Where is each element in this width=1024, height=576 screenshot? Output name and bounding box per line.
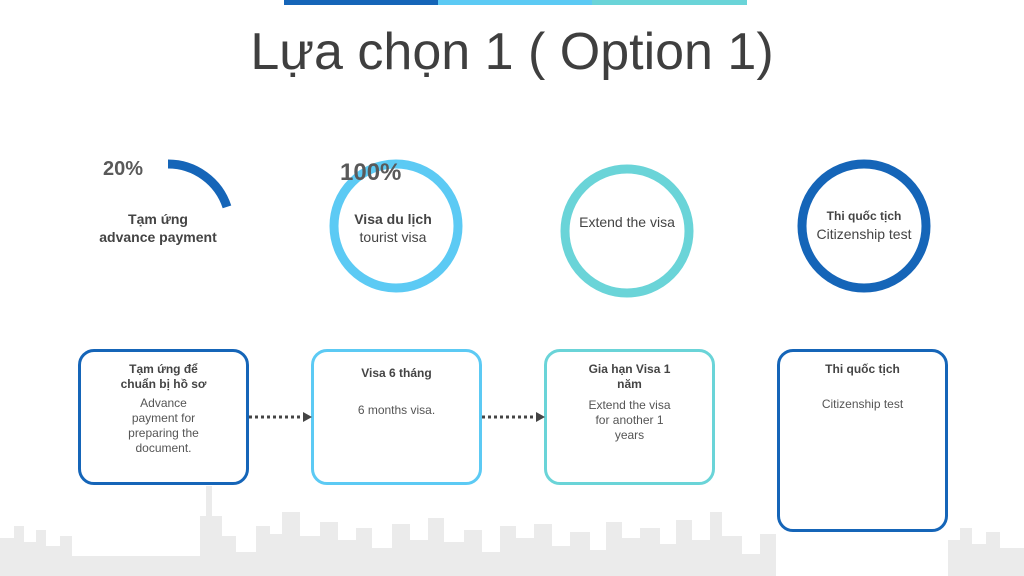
arrow-card1-to-card2 (249, 412, 312, 422)
ring-2-label: Visa du lịch tourist visa (333, 210, 453, 246)
card-3-text: Extend the visa for another 1 years (559, 398, 700, 443)
card-3-title-line2: năm (617, 377, 642, 391)
slide-title: Lựa chọn 1 ( Option 1) (250, 23, 774, 81)
card-3-text-line3: years (614, 428, 645, 442)
arrow-card2-to-card3 (482, 412, 545, 422)
ring-1-label: Tạm ứng advance payment (78, 210, 238, 246)
card-4-text: Citizenship test (792, 397, 933, 412)
step-card-citizenship-test: Thi quốc tịch Citizenship test (777, 349, 948, 532)
card-4-text-line1: Citizenship test (821, 397, 904, 411)
ring-1-label-line2: advance payment (99, 229, 217, 245)
ring-4-label-text: Citizenship test (816, 226, 912, 242)
top-accent-bar-light (438, 0, 592, 5)
card-4-title: Thi quốc tịch (825, 362, 900, 376)
ring-4-label-bold: Thi quốc tịch (826, 209, 902, 223)
card-3-text-line2: for another 1 (595, 413, 664, 427)
card-2-text-line1: 6 months visa. (357, 403, 436, 417)
ring-2-progress-circle (329, 159, 463, 293)
card-1-text-line1: Advance (140, 396, 187, 410)
card-1-text-line3: preparing the (128, 426, 199, 440)
top-accent-bar-teal (592, 0, 747, 5)
ring-1-percent: 20% (103, 158, 144, 180)
top-accent-bar-dark (284, 0, 438, 5)
card-1-title-line2: chuẩn bị hồ sơ (120, 377, 207, 391)
ring-2-label-text: tourist visa (359, 229, 427, 245)
card-1-text-line2: payment for (131, 411, 196, 425)
card-2-text: 6 months visa. (326, 403, 467, 418)
step-card-advance-payment: Tạm ứng để chuẩn bị hồ sơ Advance paymen… (78, 349, 249, 485)
ring-3-label: Extend the visa (562, 213, 692, 231)
ring-4-label: Thi quốc tịch Citizenship test (800, 207, 928, 243)
ring-3-progress-circle (560, 164, 694, 298)
ring-2-label-bold: Visa du lịch (354, 211, 432, 227)
card-1-text: Advance payment for preparing the docume… (93, 396, 234, 456)
card-1-title-line1: Tạm ứng để (129, 362, 198, 376)
card-1-text-line4: document. (135, 441, 192, 455)
card-2-title: Visa 6 tháng (361, 366, 432, 380)
ring-1-progress-arc (167, 159, 232, 209)
ring-3-label-text: Extend the visa (579, 214, 675, 230)
ring-2-percent: 100% (340, 159, 402, 186)
step-card-visa-6-months: Visa 6 tháng 6 months visa. (311, 349, 482, 485)
ring-4-progress-circle (797, 159, 931, 293)
city-skyline-decoration (0, 486, 1024, 576)
card-3-title-line1: Gia hạn Visa 1 (588, 362, 671, 376)
ring-1-arc-path (167, 159, 232, 209)
card-3-text-line1: Extend the visa (588, 398, 671, 412)
ring-1-label-line1: Tạm ứng (128, 211, 188, 227)
step-card-extend-visa: Gia hạn Visa 1 năm Extend the visa for a… (544, 349, 715, 485)
